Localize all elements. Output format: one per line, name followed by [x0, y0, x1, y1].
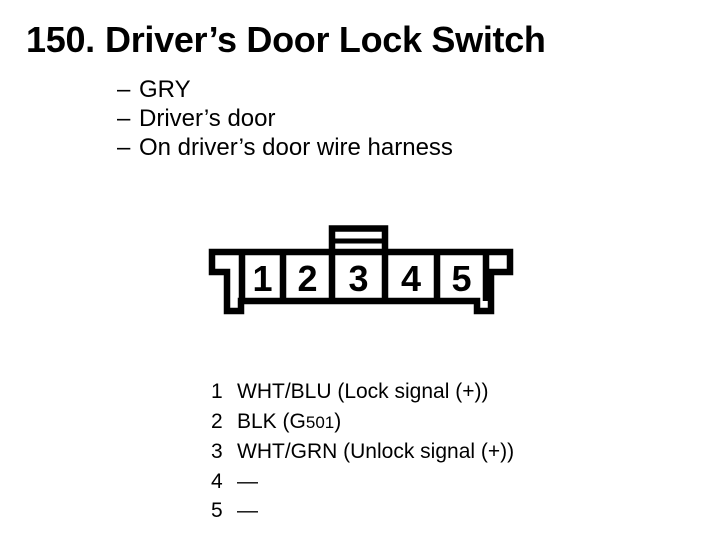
legend-pin-number: 5 — [211, 499, 223, 523]
legend-row: 4— — [211, 467, 514, 497]
connector-outline — [208, 248, 514, 315]
page-title: 150. Driver’s Door Lock Switch — [26, 22, 546, 58]
legend-text: WHT/GRN (Unlock signal (+)) — [237, 440, 515, 464]
attribute-line: –On driver’s door wire harness — [117, 133, 453, 162]
legend-pin-number: 1 — [211, 380, 223, 403]
attribute-text: On driver’s door wire harness — [139, 134, 453, 161]
pin-number: 5 — [451, 258, 471, 299]
legend-row: 1 WHT/BLU (Lock signal (+)) — [211, 377, 514, 407]
legend-row: 3 WHT/GRN (Unlock signal (+)) — [211, 437, 514, 467]
legend-pin-number: 3 — [211, 440, 223, 464]
pin-legend: 1 WHT/BLU (Lock signal (+)) 2 BLK (G501) 3 WH… — [211, 377, 514, 526]
title-text: Driver’s Door Lock Switch — [105, 19, 546, 60]
legend-pin-number: 2 — [211, 409, 223, 433]
legend-description: WHT/BLU (Lock signal (+)) — [237, 377, 488, 407]
legend-text: — — [237, 469, 258, 493]
legend-text-small: 501 — [305, 412, 335, 432]
legend-text: — — [237, 499, 258, 523]
legend-text: ) — [334, 409, 342, 433]
legend-row: 5— — [211, 496, 514, 526]
attribute-line: –Driver’s door — [117, 104, 453, 133]
legend-text: BLK (G — [237, 409, 306, 433]
attribute-text: GRY — [139, 76, 191, 103]
legend-pin-number: 4 — [211, 469, 223, 493]
legend-row: 2 BLK (G501) — [211, 407, 514, 438]
dash-bullet: – — [117, 134, 131, 161]
legend-description: WHT/GRN (Unlock signal (+)) — [237, 437, 514, 467]
dash-bullet: – — [117, 105, 131, 132]
dash-bullet: – — [117, 76, 131, 103]
pin-number: 3 — [348, 258, 368, 299]
attribute-text: Driver’s door — [139, 105, 276, 132]
attribute-line: –GRY — [117, 75, 453, 104]
attribute-list: –GRY–Driver’s door–On driver’s door wire… — [117, 75, 453, 162]
pin-number: 4 — [401, 258, 421, 299]
legend-description: BLK (G501) — [237, 407, 341, 438]
legend-description: — — [237, 467, 258, 497]
legend-description: — — [237, 496, 258, 526]
legend-text: WHT/BLU (Lock signal (+)) — [237, 380, 489, 403]
item-number: 150. — [26, 19, 95, 60]
pin-number: 2 — [297, 258, 317, 299]
pin-number: 1 — [252, 258, 272, 299]
